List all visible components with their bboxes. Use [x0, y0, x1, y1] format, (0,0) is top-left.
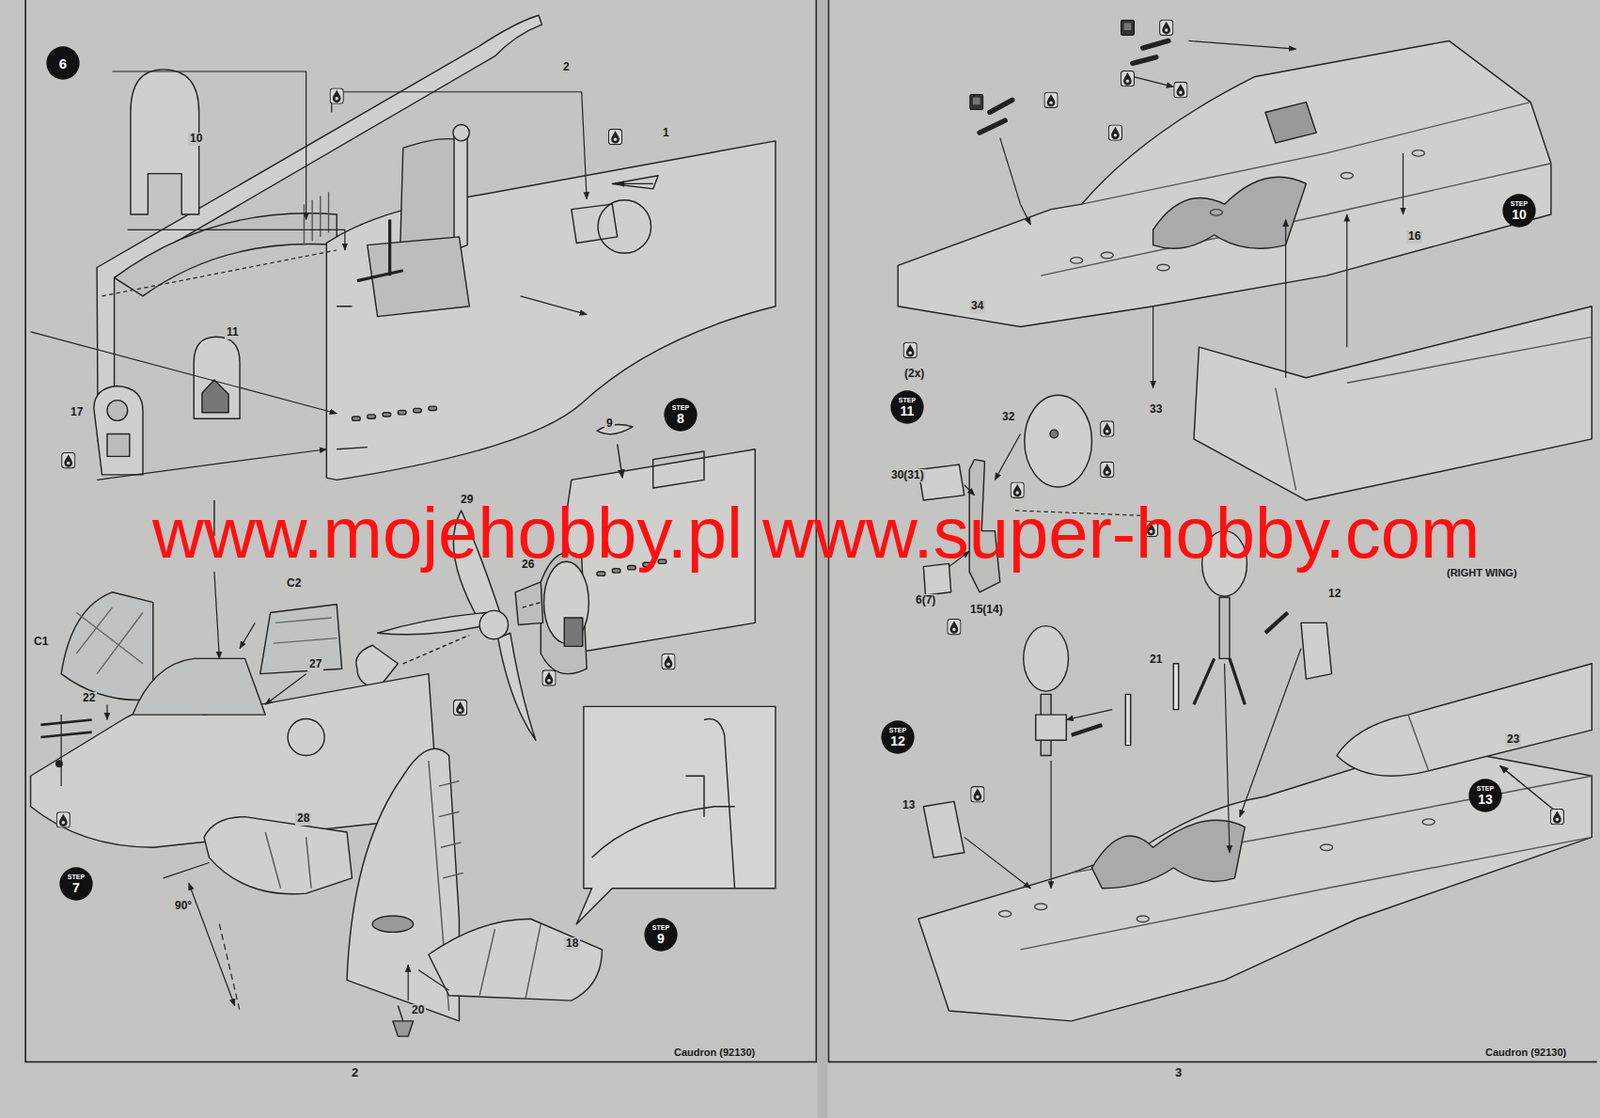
step-circle: STEP13: [1468, 778, 1503, 813]
step-word: STEP: [67, 873, 85, 880]
callout-number: 9: [604, 417, 615, 431]
kit-reference: Caudron (92130): [1483, 1046, 1569, 1059]
callout-number: 2: [561, 61, 572, 75]
callout-number: 17: [68, 406, 85, 420]
callout-number: 16: [1406, 230, 1423, 244]
step-number: 13: [1477, 792, 1493, 806]
callout-number: 27: [307, 658, 324, 672]
step-circle: STEP8: [663, 397, 698, 432]
callout-number: 34: [969, 299, 986, 314]
step-number: 7: [72, 880, 80, 895]
quantity-note: (2x): [902, 367, 926, 381]
kit-reference: Caudron (92130): [672, 1046, 757, 1059]
step-circle: 6: [46, 46, 80, 80]
callout-number: 33: [1147, 403, 1164, 417]
callout-number: 15(14): [968, 603, 1005, 617]
callout-number: 6(7): [913, 594, 938, 608]
callout-number: 13: [900, 799, 917, 813]
step-circle: STEP7: [59, 866, 94, 901]
step-word: STEP: [889, 726, 907, 734]
callout-number: 18: [564, 937, 581, 951]
callout-number: 12: [1326, 587, 1343, 601]
step-circle: STEP12: [880, 720, 915, 754]
step-number: 10: [1511, 207, 1527, 221]
callout-number: 11: [224, 326, 241, 340]
callout-number: 28: [295, 812, 312, 826]
step-word: STEP: [1510, 200, 1528, 207]
step-word: STEP: [672, 404, 690, 411]
page-number: 2: [349, 1066, 361, 1081]
callout-number: 22: [80, 691, 97, 706]
step-word: STEP: [1476, 784, 1494, 792]
page-number: 3: [1173, 1066, 1184, 1081]
callout-number: C2: [284, 577, 303, 591]
callout-number: 10: [188, 132, 204, 146]
angle-dimension: 90°: [172, 899, 194, 913]
callout-number: 21: [1147, 653, 1164, 667]
callout-number: 1: [660, 126, 672, 141]
step-circle: STEP10: [1502, 193, 1537, 228]
watermark: www.mojehobby.pl www.super-hobby.com: [152, 497, 1480, 569]
callout-number: 23: [1505, 733, 1522, 747]
step-word: STEP: [898, 396, 916, 404]
step-number: 9: [657, 931, 665, 945]
step-number: 11: [900, 404, 915, 418]
callout-number: 20: [409, 1003, 426, 1018]
step-word: STEP: [652, 924, 670, 931]
step-number: 12: [890, 734, 906, 748]
callout-number: C1: [31, 635, 50, 649]
step-number: 6: [59, 56, 67, 71]
step-number: 8: [676, 411, 685, 425]
callout-number: 30(31): [889, 469, 926, 483]
callout-number: 32: [1000, 410, 1017, 424]
step-circle: STEP11: [890, 390, 925, 424]
step-circle: STEP9: [643, 917, 678, 952]
